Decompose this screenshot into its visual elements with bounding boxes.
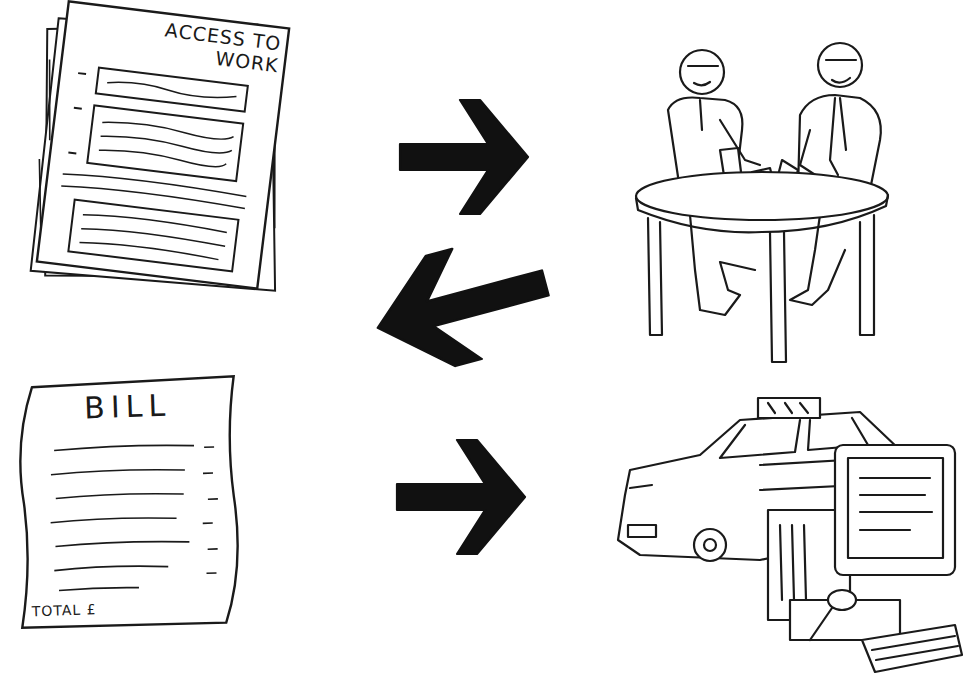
wheel [694, 529, 726, 561]
form-scribble [107, 80, 237, 101]
flow-arrow [397, 440, 525, 554]
form-scribble [79, 212, 227, 260]
glasses [688, 65, 718, 67]
screen-lines [860, 478, 932, 530]
table-leg [648, 215, 874, 362]
node-heading: BILL [42, 387, 213, 427]
flow-arrow [363, 228, 559, 383]
taxi-computer-illustration [618, 398, 962, 672]
bill-amounts [200, 447, 220, 573]
form-sheet [37, 1, 289, 288]
table-edge [636, 195, 888, 232]
keyboard [862, 625, 962, 672]
form-text-lines [61, 171, 246, 208]
form-field [87, 105, 243, 181]
monitor-screen [848, 458, 943, 558]
tower-vents [780, 525, 806, 600]
wheel-hub [704, 539, 716, 551]
form-field [68, 200, 238, 272]
form-bullets [68, 73, 86, 153]
flow-arrow [400, 100, 528, 214]
headlight [630, 485, 652, 488]
table-top [636, 172, 888, 220]
taxi-sign [758, 398, 820, 418]
mouth [694, 82, 710, 85]
person-arm [800, 130, 820, 178]
document-node: ACCESS TO WORK [37, 1, 289, 288]
form-field [96, 68, 248, 112]
number-plate [628, 525, 656, 537]
microphone-stand [810, 608, 832, 640]
person-head [818, 43, 862, 87]
person-head [680, 50, 724, 94]
bill-lines [48, 444, 199, 591]
person-legs [790, 215, 845, 305]
document-node: BILLTOTAL £ [12, 376, 244, 630]
taxi-sign-marks [768, 403, 808, 413]
meeting-illustration [636, 43, 888, 362]
mouth [832, 78, 850, 83]
glasses [826, 59, 856, 61]
form-scribble [99, 119, 234, 168]
bill-sheet [14, 376, 242, 630]
computer-monitor [835, 445, 955, 575]
keyboard-keys [872, 636, 958, 660]
necktie [830, 98, 846, 175]
